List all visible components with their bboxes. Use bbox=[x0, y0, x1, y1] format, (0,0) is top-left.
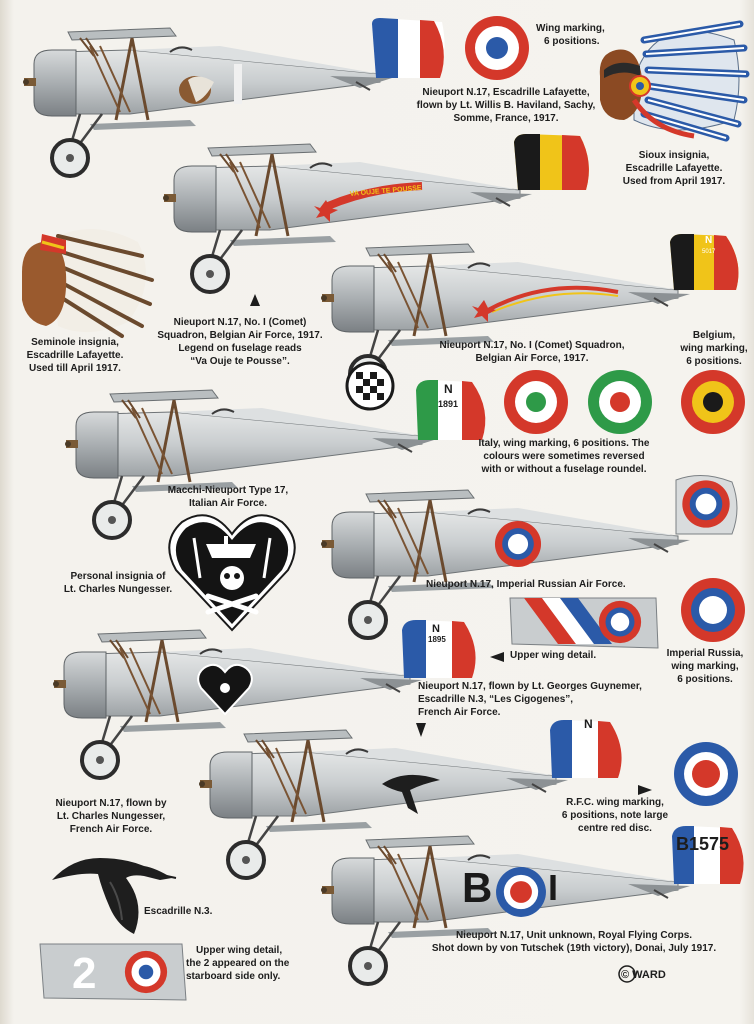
plane-guynemer bbox=[197, 720, 622, 880]
caption-belgium: Belgium,wing marking,6 positions. bbox=[680, 330, 748, 367]
caption-macchi: Macchi-Nieuport Type 17,Italian Air Forc… bbox=[167, 485, 289, 509]
caption-wing-marking: Wing marking,6 positions. bbox=[536, 23, 605, 47]
sioux-insignia bbox=[599, 20, 750, 142]
caption-rfc: R.F.C. wing marking,6 positions, note la… bbox=[561, 797, 669, 834]
caption-rfc-plane: Nieuport N.17, Unit unknown, Royal Flyin… bbox=[431, 930, 717, 954]
caption-lafayette: Nieuport N.17, Escadrille Lafayette,flow… bbox=[416, 87, 596, 124]
pointer-arrow-down bbox=[416, 723, 426, 737]
caption-imperial-russia: Imperial Russia,wing marking,6 positions… bbox=[666, 648, 744, 685]
plane-belgian-comet-2 bbox=[319, 234, 739, 394]
checkered-wheel bbox=[345, 361, 395, 411]
rudder-letter-n-italian: N bbox=[444, 382, 453, 396]
fuselage-letter-i: I bbox=[548, 867, 558, 908]
roundel-italy-1 bbox=[504, 370, 568, 434]
wing-number-2: 2 bbox=[72, 949, 96, 998]
pointer-arrow-right bbox=[638, 785, 652, 795]
caption-sioux: Sioux insignia,Escadrille Lafayette.Used… bbox=[622, 150, 726, 187]
roundel-imperial-russia bbox=[681, 578, 745, 642]
caption-escadrille-n3: Escadrille N.3. bbox=[144, 906, 213, 917]
fuselage-letter-b: B bbox=[462, 864, 492, 911]
pointer-arrow-left bbox=[490, 652, 504, 662]
plane-nungesser bbox=[51, 620, 476, 780]
russian-upper-wing-detail bbox=[509, 597, 659, 649]
caption-russian: Nieuport N.17, Imperial Russian Air Forc… bbox=[426, 579, 626, 590]
plane-lafayette bbox=[21, 18, 445, 178]
rudder-serial-b1575: B1575 bbox=[676, 834, 729, 854]
plane-rfc bbox=[319, 826, 744, 986]
roundel-rfc-wing bbox=[674, 742, 738, 806]
plane-imperial-russian bbox=[319, 475, 738, 640]
roundel-italy-2 bbox=[588, 370, 652, 434]
roundel-belgium bbox=[681, 370, 745, 434]
rudder-serial-1895: 1895 bbox=[428, 635, 446, 644]
nungesser-heart-insignia bbox=[168, 514, 296, 632]
rudder-letter-n-nungesser: N bbox=[432, 623, 440, 635]
artist-signature: © WARD bbox=[621, 969, 666, 981]
caption-comet: Nieuport N.17, No. I (Comet) Squadron,Be… bbox=[439, 340, 625, 364]
plane-belgian-comet-1 bbox=[161, 134, 589, 294]
rudder-serial-1891: 1891 bbox=[438, 399, 458, 409]
caption-upper-wing: Upper wing detail. bbox=[510, 650, 597, 661]
caption-comet-legend: Nieuport N.17, No. I (Comet)Squadron, Be… bbox=[157, 317, 323, 367]
roundel-france-wing bbox=[465, 16, 529, 80]
stork-insignia-n3 bbox=[52, 858, 177, 934]
caption-guynemer: Nieuport N.17, flown by Lt. Georges Guyn… bbox=[418, 681, 642, 718]
caption-seminole: Seminole insignia,Escadrille Lafayette.U… bbox=[26, 337, 124, 374]
pointer-arrow-up bbox=[250, 294, 260, 306]
upper-wing-detail-2 bbox=[39, 943, 187, 1001]
rudder-serial-5017: 5017 bbox=[702, 249, 716, 255]
plane-macchi-italian bbox=[63, 380, 486, 540]
seminole-insignia bbox=[22, 229, 154, 338]
copyright-mark bbox=[618, 965, 636, 983]
rudder-letter-n-guynemer: N bbox=[584, 717, 593, 731]
rudder-letter-n: N bbox=[705, 235, 712, 246]
